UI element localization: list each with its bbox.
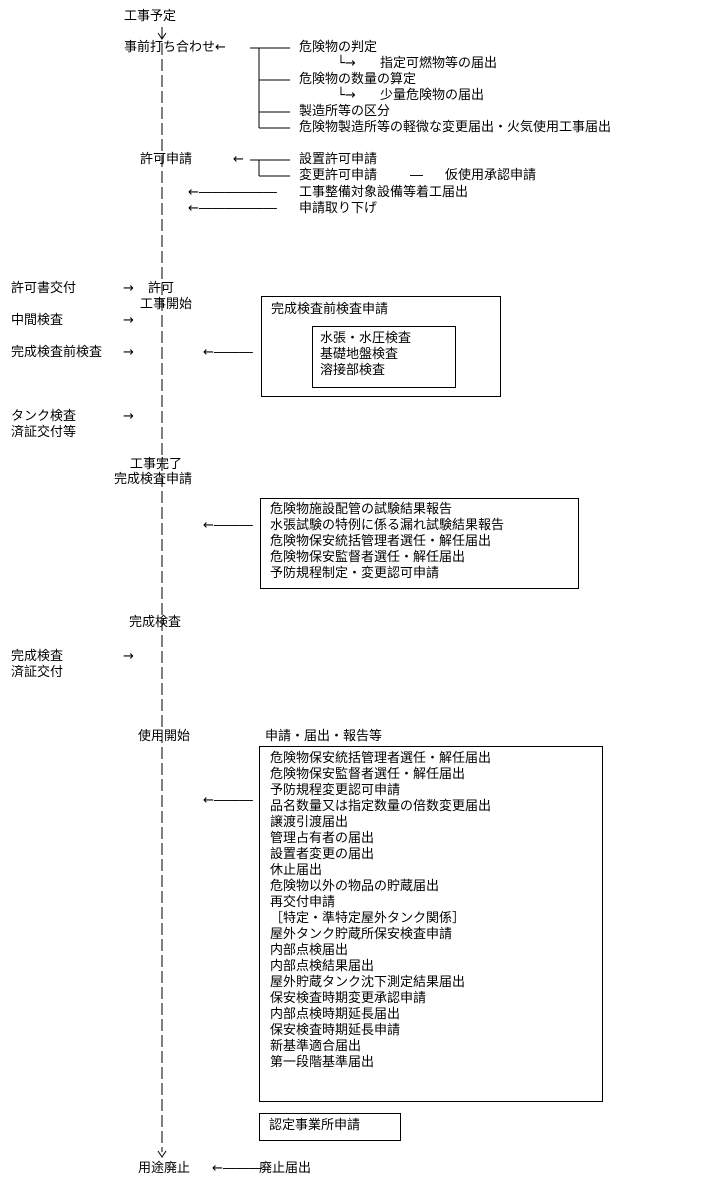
precheck-item: 溶接部検査 [320, 363, 386, 378]
use-item: 内部点検結果届出 [270, 959, 375, 974]
use-item: 屋外貯蔵タンク沈下測定結果届出 [270, 975, 466, 990]
use-item: 危険物保安監督者選任・解任届出 [270, 767, 466, 782]
event-completion-arrow: → [123, 649, 134, 664]
pre-item-judgement-arrow: └→ [337, 56, 356, 71]
permit-item-install: 設置許可申請 [299, 152, 378, 167]
reports-item: 水張試験の特例に係る漏れ試験結果報告 [270, 518, 505, 533]
spine-arrow-bottom [157, 1150, 167, 1158]
stage-start-of-use: 使用開始 [138, 729, 191, 744]
permit-item-start-work: 工事整備対象設備等着工届出 [299, 185, 469, 200]
permit-arrow-left: ← [233, 152, 244, 167]
precheck-item: 基礎地盤検査 [320, 347, 399, 362]
stage-construction-start: 工事開始 [140, 297, 193, 312]
event-certificate-issued: 済証交付等 [11, 425, 77, 440]
event-interim-inspection: 中間検査 [11, 313, 64, 328]
event-pre-completion-inspection: 完成検査前検査 [11, 345, 103, 360]
use-item: 保安検査時期変更承認申請 [270, 991, 427, 1006]
pre-item-quantity-arrow: └→ [337, 88, 356, 103]
stage-construction-plan: 工事予定 [124, 9, 177, 24]
precheck-items-box: 水張・水圧検査 基礎地盤検査 溶接部検査 [312, 326, 456, 388]
reports-item: 危険物保安監督者選任・解任届出 [270, 550, 466, 565]
permit-item-withdraw: 申請取り下げ [299, 201, 378, 216]
reports-box: 危険物施設配管の試験結果報告 水張試験の特例に係る漏れ試験結果報告 危険物保安統… [260, 498, 579, 589]
spine-arrow-top [157, 32, 167, 40]
pre-item-small-quantity: 少量危険物の届出 [380, 88, 485, 103]
reports-arrow: ←――― [203, 518, 253, 533]
precheck-arrow: ←――― [203, 345, 253, 360]
stage-construction-complete: 工事完了 [130, 457, 183, 472]
use-box: 危険物保安統括管理者選任・解任届出 危険物保安監督者選任・解任届出 予防規程変更… [259, 746, 603, 1102]
abolish-label: 廃止届出 [259, 1161, 312, 1176]
use-arrow: ←――― [203, 793, 253, 808]
pre-item-judgement: 危険物の判定 [299, 40, 378, 55]
use-item: 設置者変更の届出 [270, 847, 375, 862]
stage-abolition: 用途廃止 [138, 1161, 191, 1176]
event-completion-inspection: 完成検査 [11, 649, 64, 664]
reports-items: 危険物施設配管の試験結果報告 水張試験の特例に係る漏れ試験結果報告 危険物保安統… [270, 502, 504, 582]
use-item: 譲渡引渡届出 [270, 815, 349, 830]
use-item: ［特定・準特定屋外タンク関係］ [270, 911, 466, 926]
event-pre-completion-arrow: → [123, 345, 134, 360]
reports-item: 危険物保安統括管理者選任・解任届出 [270, 534, 492, 549]
permit-arrow-start-work: ←―――――― [188, 185, 277, 200]
use-item: 管理占有者の届出 [270, 831, 375, 846]
event-permit-issued-arrow: → [123, 281, 134, 296]
event-tank-arrow: → [123, 409, 134, 424]
stage-pre-meeting: 事前打ち合わせ← [124, 40, 226, 55]
pre-item-quantity-calc: 危険物の数量の算定 [299, 72, 417, 87]
stage-completion-inspection: 完成検査 [129, 615, 182, 630]
use-items: 危険物保安統括管理者選任・解任届出 危険物保安監督者選任・解任届出 予防規程変更… [270, 751, 491, 1071]
event-completion-certificate: 済証交付 [11, 665, 64, 680]
permit-item-dash: ― [410, 168, 423, 183]
stage-completion-inspection-application: 完成検査申請 [114, 472, 193, 487]
use-item: 屋外タンク貯蔵所保安検査申請 [270, 927, 453, 942]
use-item: 内部点検時期延長届出 [270, 1007, 401, 1022]
stage-permit-application: 許可申請 [140, 152, 193, 167]
event-tank-inspection: タンク検査 [11, 409, 77, 424]
abolish-arrow: ←――― [212, 1161, 262, 1176]
event-interim-arrow: → [123, 313, 134, 328]
cert-label: 認定事業所申請 [269, 1118, 361, 1133]
precheck-item: 水張・水圧検査 [320, 331, 412, 346]
use-item: 新基準適合届出 [270, 1039, 362, 1054]
precheck-items: 水張・水圧検査 基礎地盤検査 溶接部検査 [320, 331, 411, 379]
use-item: 第一段階基準届出 [270, 1055, 375, 1070]
permit-item-change: 変更許可申請 [299, 168, 378, 183]
use-item: 内部点検届出 [270, 943, 349, 958]
permit-arrow-withdraw: ←―――――― [188, 201, 277, 216]
permit-item-temp-use: 仮使用承認申請 [445, 168, 537, 183]
event-permit-issued: 許可書交付 [11, 281, 77, 296]
use-item: 再交付申請 [270, 895, 336, 910]
use-item: 休止届出 [270, 863, 323, 878]
cert-box: 認定事業所申請 [259, 1113, 401, 1141]
use-item: 危険物保安統括管理者選任・解任届出 [270, 751, 492, 766]
precheck-title: 完成検査前検査申請 [271, 302, 389, 317]
pre-item-designated-combustibles: 指定可燃物等の届出 [380, 56, 498, 71]
use-box-heading: 申請・届出・報告等 [265, 729, 383, 744]
pre-item-minor-change: 危険物製造所等の軽微な変更届出・火気使用工事届出 [299, 120, 612, 135]
reports-item: 予防規程制定・変更認可申請 [270, 566, 440, 581]
reports-item: 危険物施設配管の試験結果報告 [270, 502, 453, 517]
pre-item-classification: 製造所等の区分 [299, 104, 391, 119]
use-item: 品名数量又は指定数量の倍数変更届出 [270, 799, 492, 814]
use-item: 保安検査時期延長申請 [270, 1023, 401, 1038]
stage-permit: 許可 [148, 281, 175, 296]
use-item: 予防規程変更認可申請 [270, 783, 401, 798]
use-item: 危険物以外の物品の貯蔵届出 [270, 879, 440, 894]
